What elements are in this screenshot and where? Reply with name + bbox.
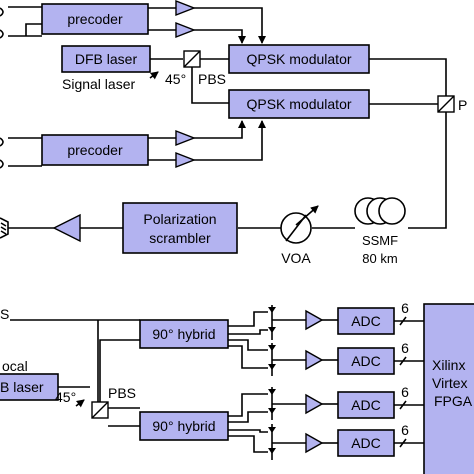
hybrid-bottom-label: 90° hybrid [152,418,215,434]
lo-laser-label: B laser [0,379,44,395]
precoder-top: precoder [8,3,149,37]
bus-width-label: 6 [401,340,409,356]
dfb-laser: DFB laser Signal laser [61,45,151,92]
adc-label: ADC [351,353,381,369]
bus-width-label: 6 [401,384,409,400]
pbs-combiner: P [437,95,467,113]
pbs-tx: PBS [183,50,226,87]
left-source-curves [0,7,4,169]
precoder-bottom-label: precoder [67,142,123,158]
bus-width-label: 6 [401,300,409,316]
lo-laser: B laser [0,373,59,401]
ssmf-length-label: 80 km [362,251,397,266]
amplifier-icon [175,151,196,169]
amplifier-icon [305,309,324,331]
hybrid-bottom: 90° hybrid [139,411,229,441]
lo-label-1: ocal [2,358,28,374]
amplifier-icon [305,432,324,454]
polarization-scrambler: Polarization scrambler [122,202,238,254]
pol-scrambler-label-2: scrambler [149,230,211,246]
pbs-rx: PBS [91,385,136,419]
angle-45-tx: 45° [165,71,186,87]
qpsk-modulator-top: QPSK modulator [228,44,370,74]
dfb-laser-label: DFB laser [75,51,138,67]
amplifier-icon [175,0,196,17]
amplifier-icon [52,213,81,243]
voa-icon: VOA [280,205,319,266]
fpga-block: Xilinx Virtex FPGA [423,303,474,474]
hybrid-top-label: 90° hybrid [152,326,215,342]
adc-label: ADC [351,313,381,329]
adc-3: ADC [337,391,395,419]
hybrid-top: 90° hybrid [139,319,229,349]
pbs-rx-label: PBS [108,385,136,401]
fpga-label-3: FPGA [434,393,473,409]
precoder-bottom: precoder [8,134,149,167]
amplifier-icon [175,21,196,39]
adc-4: ADC [337,429,395,457]
fpga-label-2: Virtex [432,375,468,391]
adc-label: ADC [351,397,381,413]
qpsk-mod-bottom-label: QPSK modulator [246,96,351,112]
adc-1: ADC [337,307,395,335]
adc-2: ADC [337,347,395,375]
detector-chains [228,305,338,460]
ssmf-label: SSMF [362,233,398,248]
adc-label: ADC [351,435,381,451]
signal-laser-label: Signal laser [62,76,135,92]
bus-width-label: 6 [401,422,409,438]
fpga-label-1: Xilinx [432,357,465,373]
precoder-top-label: precoder [67,11,123,27]
angle-45-rx: 45° [55,389,76,405]
amplifier-icon [305,349,324,371]
voa-label: VOA [281,250,311,266]
s-fragment: S [0,306,9,322]
pbs-right-fragment: P [458,97,467,113]
amplifier-icon [175,129,196,147]
amplifier-icon [305,393,324,415]
qpsk-modulator-bottom: QPSK modulator [228,89,370,119]
qpsk-mod-top-label: QPSK modulator [246,51,351,67]
pol-scrambler-label-1: Polarization [143,211,216,227]
bus-lines: 6 6 6 6 [394,300,424,448]
photodiode-fragment-icon [0,217,9,239]
ssmf-fiber-spool-icon: SSMF 80 km [354,197,406,266]
pbs-tx-label: PBS [198,71,226,87]
